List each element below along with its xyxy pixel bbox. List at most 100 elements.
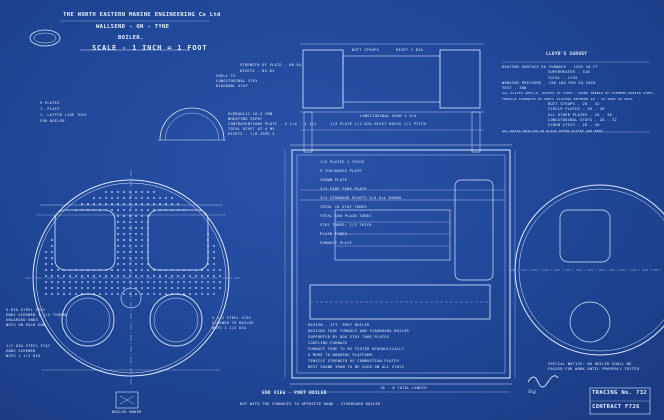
tube-dot — [81, 293, 83, 295]
tube-dot — [213, 245, 215, 247]
survey-line: TENSILE STRENGTH OF SHELL PLATING BETWEE… — [502, 96, 633, 101]
note-line: WHEATING ZSPEC — [228, 117, 263, 121]
tube-dot — [135, 275, 137, 277]
section-note: CROWN PLATE — [320, 178, 348, 182]
tube-dot — [75, 281, 77, 283]
tube-dot — [189, 269, 191, 271]
tube-dot — [153, 191, 155, 193]
note-line: 3 DIA STEEL STAY — [6, 308, 46, 312]
section-note: PLAIN TUBES — [320, 232, 348, 236]
shell-stay-notes: SHELL TO LONGITUDINAL STAY DIAGONAL STAY — [216, 74, 258, 89]
maker-stamp-label: BOILER MAKER — [112, 410, 142, 414]
tube-dot — [111, 209, 113, 211]
note-line: 1. PLATE — [40, 107, 60, 111]
tube-dot — [147, 269, 149, 271]
note-line: 5 PLATES — [40, 101, 60, 105]
tube-dot — [147, 197, 149, 199]
tube-dot — [45, 251, 47, 253]
tube-dot — [147, 245, 149, 247]
tube-dot — [117, 215, 119, 217]
tube-dot — [111, 293, 113, 295]
tube-dot — [129, 191, 131, 193]
tube-dot — [189, 281, 191, 283]
tube-dot — [147, 203, 149, 205]
tube-dot — [159, 281, 161, 283]
tube-dot — [159, 269, 161, 271]
note-line: HYDRAULIC 16.2 CMN — [228, 112, 273, 116]
tube-dot — [111, 275, 113, 277]
tube-dot — [123, 251, 125, 253]
tube-dot — [141, 203, 143, 205]
tube-dot — [207, 269, 209, 271]
lloyds-survey-heading: LLOYD'S SURVEY — [546, 52, 588, 57]
section-note: TOTAL 100 PLAIN TUBES — [320, 214, 372, 218]
tube-dot — [69, 269, 71, 271]
tube-dot — [93, 203, 95, 205]
tube-dot — [87, 269, 89, 271]
tube-dot — [105, 275, 107, 277]
tube-dot — [123, 245, 125, 247]
tube-dot — [213, 287, 215, 289]
tube-dot — [99, 281, 101, 283]
tube-dot — [183, 275, 185, 277]
tube-dot — [135, 227, 137, 229]
tube-dot — [51, 257, 53, 259]
tube-dot — [117, 233, 119, 235]
tracing-number: TRACING No. 732 — [592, 390, 647, 396]
tube-dot — [123, 191, 125, 193]
tube-plate-detail — [300, 111, 484, 153]
tube-dot — [141, 245, 143, 247]
company-location: WALLSEND - ON - TYNE — [96, 24, 170, 30]
tube-dot — [129, 287, 131, 289]
tube-dot — [177, 269, 179, 271]
tube-dot — [195, 287, 197, 289]
tube-dot — [141, 293, 143, 295]
tube-dot — [123, 269, 125, 271]
tube-dot — [177, 281, 179, 283]
tube-dot — [75, 269, 77, 271]
tube-dot — [99, 275, 101, 277]
tube-dot — [129, 281, 131, 283]
butt-strap-note: RIVET 1 DIA — [396, 48, 424, 52]
tube-dot — [135, 239, 137, 241]
tube-dot — [117, 227, 119, 229]
tube-dot — [129, 227, 131, 229]
note-line: 1/2 DIA STEEL STAY — [6, 344, 51, 348]
note-line: BEST SOUND IRON TO BE USED ON ALL STAYS — [308, 365, 405, 369]
tube-dot — [99, 197, 101, 199]
tube-dot — [213, 257, 215, 259]
tube-dot — [201, 293, 203, 295]
tube-dot — [135, 191, 137, 193]
furnace-notes: DESIGN - 3FT. PORT BOILER HEATING TUBE F… — [308, 322, 409, 370]
tube-dot — [171, 269, 173, 271]
tube-dot — [123, 263, 125, 265]
stamp-oval — [29, 29, 61, 47]
tube-dot — [63, 275, 65, 277]
port-boiler-caption: END VIEW - PORT BOILER — [262, 391, 327, 396]
survey-line: TEST - 380 — [502, 86, 527, 91]
survey-line: TOTAL - 1745 — [548, 75, 578, 80]
tube-dot — [117, 275, 119, 277]
company-name: THE NORTH EASTERN MARINE ENGINEERING Co … — [63, 12, 221, 18]
tube-dot — [87, 281, 89, 283]
tube-dot — [171, 203, 173, 205]
tube-dot — [111, 191, 113, 193]
tube-dot — [123, 257, 125, 259]
tube-dot — [141, 227, 143, 229]
tube-dot — [69, 281, 71, 283]
tube-dot — [129, 203, 131, 205]
tube-dot — [147, 239, 149, 241]
tube-dot — [129, 215, 131, 217]
tube-dot — [165, 203, 167, 205]
tube-dot — [135, 197, 137, 199]
tube-dot — [51, 293, 53, 295]
tube-dot — [129, 269, 131, 271]
tube-dot — [147, 281, 149, 283]
tube-dot — [75, 287, 77, 289]
tube-dot — [117, 281, 119, 283]
tube-dot — [45, 269, 47, 271]
tube-dot — [105, 281, 107, 283]
contract-number: CONTRACT F726 — [592, 404, 640, 410]
survey-line: SUPERHEATER - 310 — [548, 70, 590, 75]
tube-dot — [81, 203, 83, 205]
